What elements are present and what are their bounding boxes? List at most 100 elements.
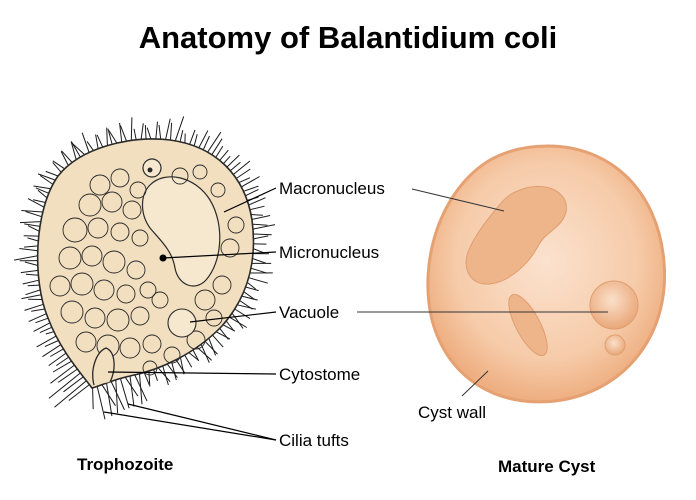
cilium	[243, 185, 259, 192]
cilium	[252, 223, 268, 226]
cilium	[57, 368, 78, 383]
cilium	[155, 121, 158, 140]
cytostome-shape	[92, 347, 115, 386]
cilium	[86, 141, 94, 151]
cilium	[21, 210, 43, 213]
cilium	[42, 344, 62, 358]
large-vacuole	[167, 308, 197, 338]
cyst-elongated-body	[508, 293, 548, 357]
vacuole	[89, 174, 111, 196]
cilium	[246, 282, 257, 290]
cilia-fringe	[14, 116, 276, 420]
cilium	[144, 125, 147, 140]
cilium	[107, 128, 113, 145]
cilium	[251, 215, 271, 220]
cilium	[245, 188, 259, 197]
cilium	[253, 235, 269, 240]
vacuole	[102, 250, 126, 274]
cilium	[225, 320, 234, 331]
cilium	[101, 384, 116, 406]
cilium	[119, 125, 127, 142]
cilium	[188, 352, 200, 361]
cilium	[204, 340, 218, 355]
cilium	[215, 145, 224, 158]
cilium	[27, 237, 39, 242]
cilium	[130, 117, 133, 141]
cilium	[184, 354, 193, 368]
cilium	[243, 291, 255, 300]
cilium	[119, 122, 123, 143]
cilium	[48, 352, 67, 367]
cilium	[253, 248, 265, 254]
cilium	[33, 322, 51, 332]
cilium	[119, 378, 130, 409]
cilium	[143, 372, 150, 385]
cilium	[52, 162, 62, 173]
cilium	[70, 141, 77, 160]
cilium	[81, 132, 90, 153]
cilium	[231, 312, 244, 329]
cilium	[19, 248, 38, 252]
cilium	[31, 308, 45, 312]
cilium	[229, 161, 241, 172]
cilium	[212, 334, 224, 348]
cilium	[50, 348, 64, 357]
caption-trophozoite: Trophozoite	[77, 455, 173, 474]
cilium	[108, 130, 118, 144]
cilium	[200, 344, 210, 363]
vacuole	[139, 281, 157, 299]
cilium	[32, 199, 46, 203]
cilium	[24, 303, 44, 311]
label-micronucleus: Micronucleus	[279, 243, 379, 262]
cilium	[27, 225, 40, 232]
cyst-vacuole-small	[604, 334, 626, 356]
cilium	[48, 372, 81, 399]
vacuole	[62, 217, 88, 243]
cilium	[211, 138, 223, 155]
vacuole	[75, 331, 97, 353]
cilium	[249, 205, 265, 211]
cilium	[171, 361, 177, 381]
cilium	[241, 176, 260, 188]
cilium	[219, 149, 229, 161]
cilium	[179, 129, 184, 142]
vacuole	[210, 182, 226, 198]
cilium	[52, 360, 72, 373]
cilium	[19, 221, 41, 224]
cilium	[25, 289, 41, 296]
cilium	[92, 387, 94, 410]
cilium	[202, 135, 210, 151]
cilium	[35, 317, 49, 324]
cilium	[196, 346, 213, 361]
food-vacuoles	[49, 164, 245, 376]
trophozoite-illustration	[14, 116, 276, 420]
vacuole	[194, 289, 216, 311]
cilium	[140, 123, 144, 140]
vacuole	[122, 200, 142, 220]
cilium	[24, 261, 38, 266]
cilium	[198, 130, 209, 149]
cilium	[232, 160, 251, 175]
vacuole	[130, 306, 150, 326]
vacuole	[220, 238, 240, 258]
cilium	[96, 386, 106, 420]
cilium	[134, 374, 148, 402]
cilium	[96, 134, 104, 148]
cilium	[226, 154, 240, 168]
cilium	[158, 124, 162, 140]
cilium	[237, 304, 257, 310]
cilium	[63, 376, 84, 393]
cilium	[95, 134, 99, 149]
cilium	[189, 129, 196, 145]
vacuole	[142, 360, 158, 376]
cilium	[162, 365, 169, 386]
cilium	[223, 155, 231, 164]
cilium	[106, 382, 113, 417]
macronucleus-shape	[141, 176, 221, 287]
cilium	[215, 331, 231, 340]
cilium	[228, 316, 248, 328]
vacuole	[58, 246, 82, 270]
cilium	[52, 160, 65, 170]
cilium	[250, 267, 268, 274]
